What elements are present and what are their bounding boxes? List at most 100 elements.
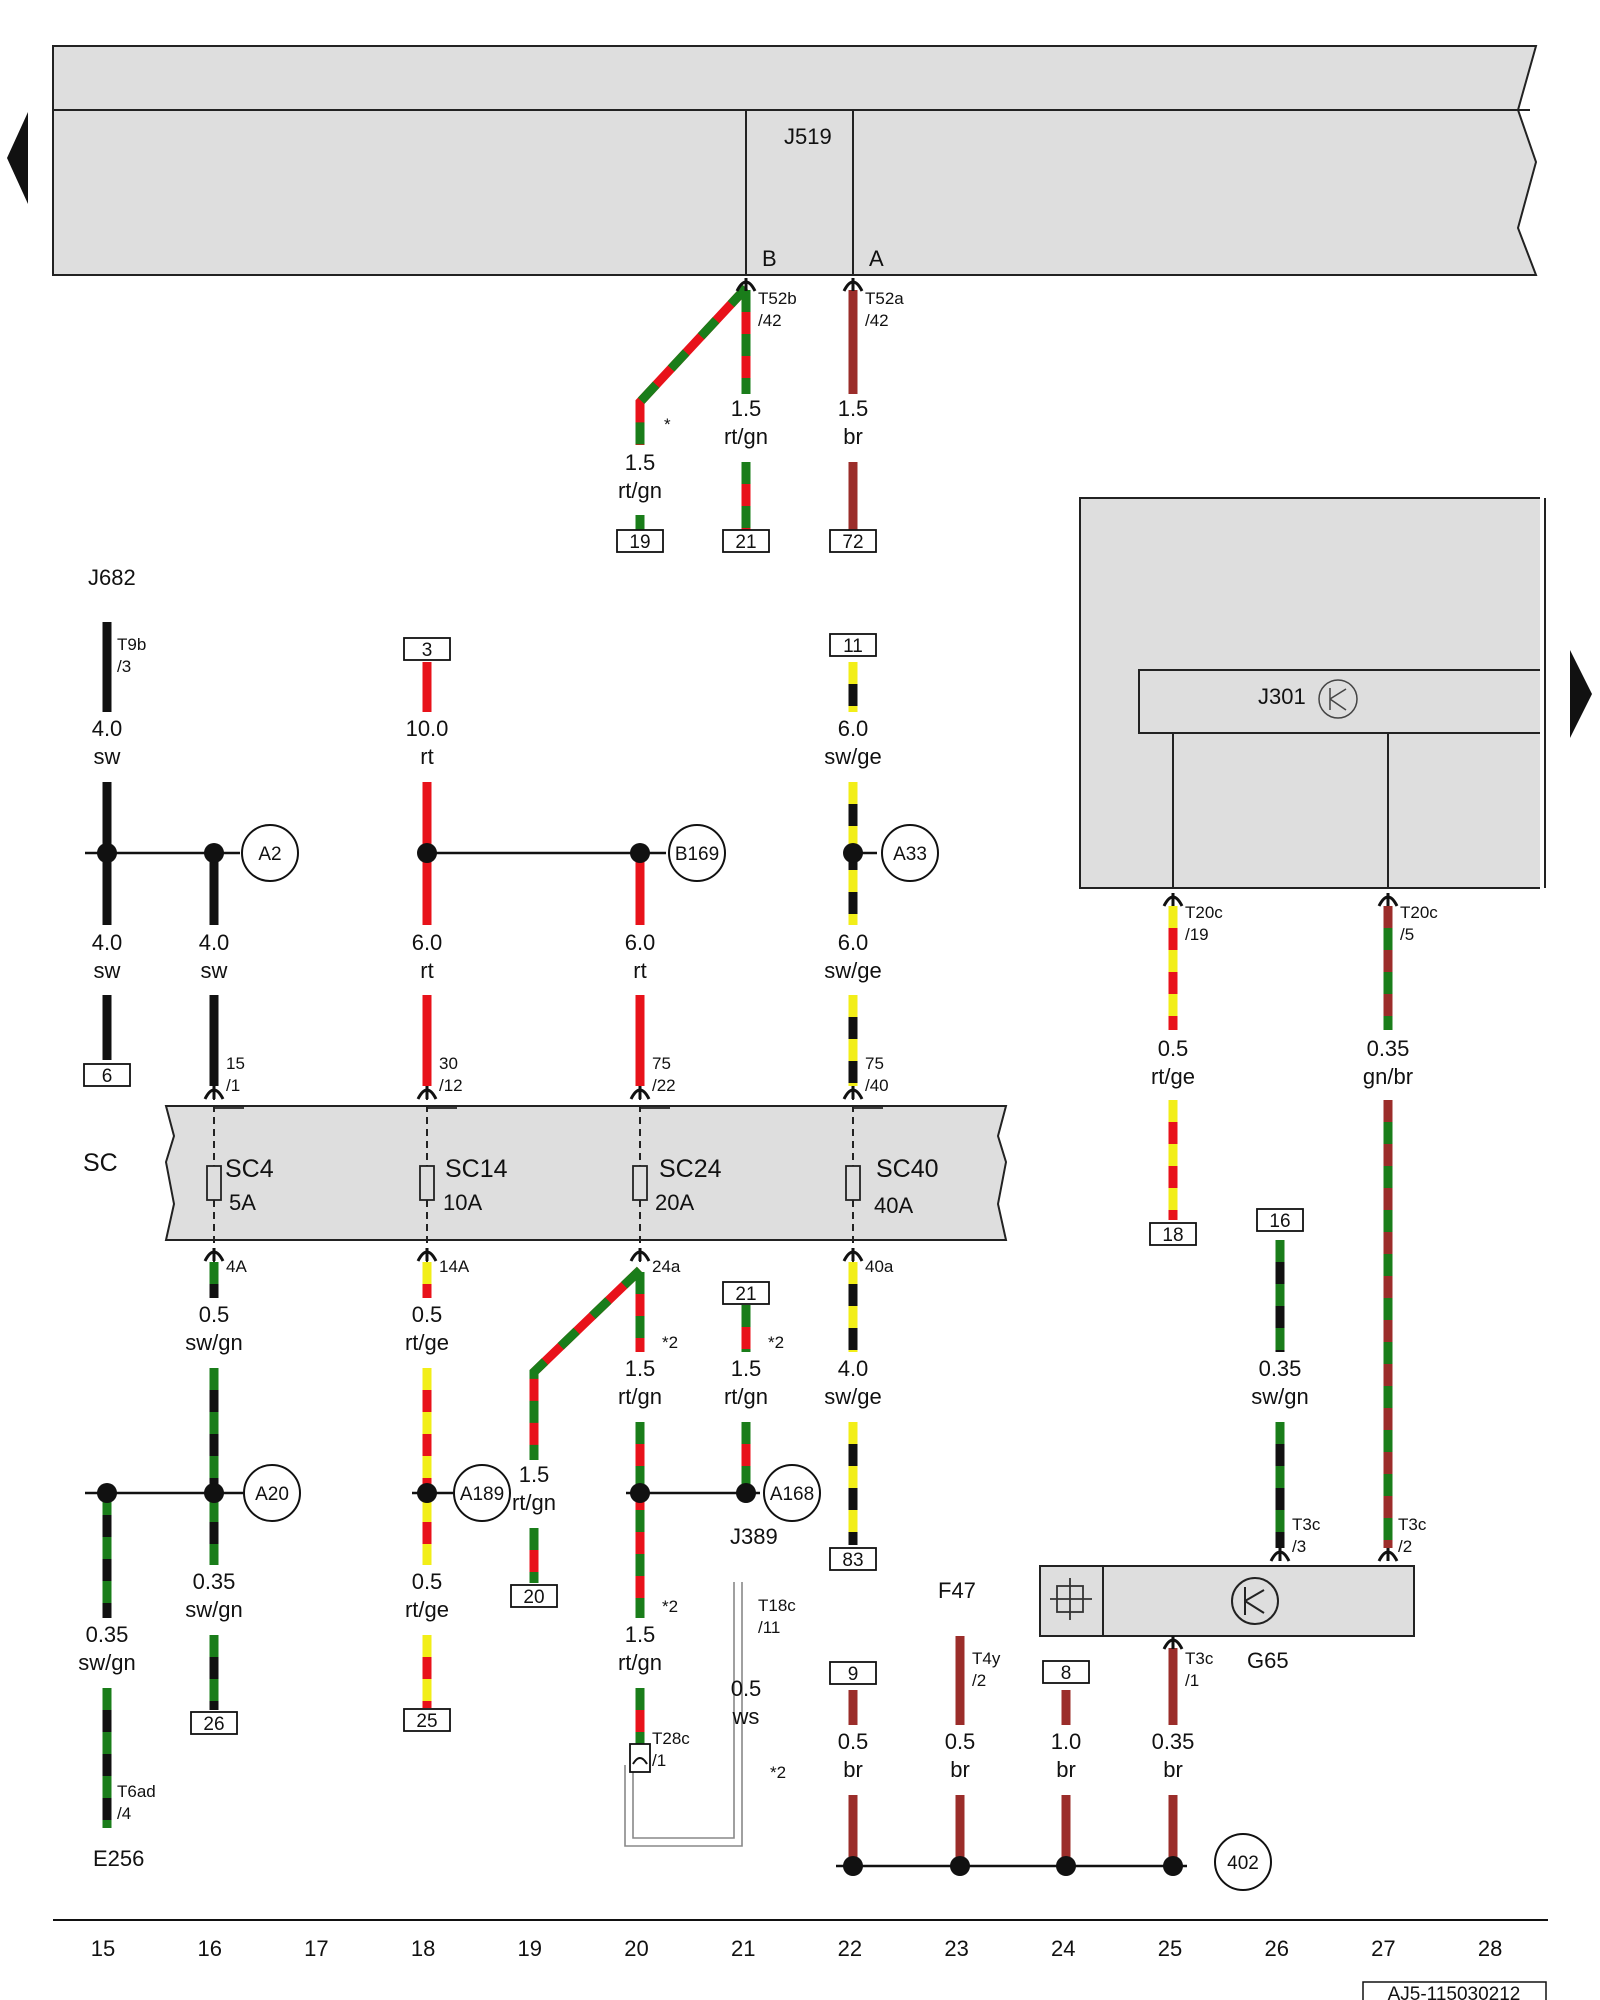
junction-dot <box>97 843 117 863</box>
ref-18-label: 18 <box>1162 1225 1183 1246</box>
wire-25-color: br <box>1163 1757 1183 1782</box>
wire-22d-size: 0.5 <box>838 1729 869 1754</box>
sc15-pin: /1 <box>226 1076 240 1095</box>
t3c-1-pin: /1 <box>1185 1671 1199 1690</box>
ground-circle-a20 <box>243 1464 301 1522</box>
wire-18b-size: 6.0 <box>412 930 443 955</box>
wire-21t-size: 1.5 <box>731 396 762 421</box>
t28c-pin: /1 <box>652 1751 666 1770</box>
ref-20: 20 <box>510 1584 558 1608</box>
sc30-pin: /12 <box>439 1076 463 1095</box>
pin-labels: T52b /42 T52a /42 T9b /3 T20c /19 T20c /… <box>117 289 1438 1823</box>
ref-21-bottom-label: 21 <box>735 1284 756 1305</box>
fuse-sc4-rating: 5A <box>229 1190 256 1215</box>
ref-83-label: 83 <box>842 1550 863 1571</box>
ref-25: 25 <box>403 1708 451 1732</box>
t52b-label: T52b <box>758 289 797 308</box>
junction-dot <box>630 843 650 863</box>
ref-20-label: 20 <box>523 1587 544 1608</box>
ref-6: 6 <box>83 1063 131 1087</box>
ref-21-bottom: 21 <box>722 1281 770 1305</box>
wires <box>102 284 1393 1866</box>
fuse-sc40-rating: 40A <box>874 1193 913 1218</box>
ground-circle-a2 <box>241 824 299 882</box>
ref-19-label: 19 <box>629 532 650 553</box>
wire-15b-size: 4.0 <box>92 930 123 955</box>
t18c-label: T18c <box>758 1596 796 1615</box>
wire-15c-color: sw/gn <box>78 1650 135 1675</box>
wire-22d-color: br <box>843 1757 863 1782</box>
ref-16: 16 <box>1256 1208 1304 1232</box>
ref-83: 83 <box>829 1547 877 1571</box>
ground-a20-label: A20 <box>255 1484 289 1505</box>
ref-9-label: 9 <box>848 1664 859 1685</box>
fuse-sc24-rating: 20A <box>655 1190 694 1215</box>
t3c-2-label: T3c <box>1398 1515 1427 1534</box>
wire-26t-color: rt/ge <box>1151 1064 1195 1089</box>
column-number: 25 <box>1158 1936 1182 1961</box>
ground-a168-label: A168 <box>770 1484 814 1505</box>
coil-icon <box>1050 1578 1092 1620</box>
t28c-label: T28c <box>652 1729 690 1748</box>
wire-23-color: br <box>950 1757 970 1782</box>
j519-module <box>52 45 1538 276</box>
wire-18d-size: 0.5 <box>412 1569 443 1594</box>
t20c-19-pin: /19 <box>1185 925 1209 944</box>
wire-15a-color: sw <box>94 744 121 769</box>
ground-circle-a33 <box>881 824 939 882</box>
ref-25-label: 25 <box>416 1711 437 1732</box>
t3c-3-label: T3c <box>1292 1515 1321 1534</box>
wire-22a-size: 6.0 <box>838 716 869 741</box>
wire-19b-top <box>529 1266 644 1460</box>
ground-a33-label: A33 <box>893 844 927 865</box>
column-number: 23 <box>944 1936 968 1961</box>
wire-22b-color: sw/ge <box>824 958 881 983</box>
wire-21c-size: 0.5 <box>731 1676 762 1701</box>
wire-18a-size: 10.0 <box>406 716 449 741</box>
ref-21-top: 21 <box>722 529 770 553</box>
connector-terminal <box>735 278 757 292</box>
wire-72-size: 1.5 <box>838 396 869 421</box>
ref-16-label: 16 <box>1269 1211 1290 1232</box>
sc30-label: 30 <box>439 1054 458 1073</box>
wire-24-color: br <box>1056 1757 1076 1782</box>
ref-26-label: 26 <box>203 1714 224 1735</box>
wire-20c-size: 1.5 <box>625 1622 656 1647</box>
sc75a-label: 75 <box>652 1054 671 1073</box>
wire-21b-size: 1.5 <box>731 1356 762 1381</box>
j519-pin-a: A <box>869 246 884 271</box>
j519-label: J519 <box>784 124 832 149</box>
wire-20a-color: rt <box>633 958 646 983</box>
column-number: 16 <box>197 1936 221 1961</box>
ground-a189-label: A189 <box>460 1484 504 1505</box>
ref-3: 3 <box>403 637 451 661</box>
wire-27t-color: gn/br <box>1363 1064 1413 1089</box>
wire-15b-color: sw <box>94 958 121 983</box>
transistor-icon <box>1318 679 1358 719</box>
ref-8: 8 <box>1042 1660 1090 1684</box>
junction-dot <box>630 1483 650 1503</box>
wire-19b-size: 1.5 <box>519 1462 550 1487</box>
connector-terminal <box>203 1086 225 1100</box>
wire-18d-color: rt/ge <box>405 1597 449 1622</box>
fuse-sc14-name: SC14 <box>445 1155 508 1183</box>
column-number: 27 <box>1371 1936 1395 1961</box>
ref-9: 9 <box>829 1661 877 1685</box>
junction-dot <box>1056 1856 1076 1876</box>
wire-26b-color: sw/gn <box>1251 1384 1308 1409</box>
column-number: 21 <box>731 1936 755 1961</box>
junction-lines <box>85 851 1187 1868</box>
connector-terminal <box>416 1248 438 1262</box>
t20c-5-label: T20c <box>1400 903 1438 922</box>
wire-21t-color: rt/gn <box>724 424 768 449</box>
wire-27t-size: 0.35 <box>1367 1036 1410 1061</box>
wire-24-size: 1.0 <box>1051 1729 1082 1754</box>
wire-22c-size: 4.0 <box>838 1356 869 1381</box>
wire-19-top <box>635 284 750 445</box>
ground-a2-label: A2 <box>258 844 281 865</box>
wire-18a-color: rt <box>420 744 433 769</box>
wire-25-size: 0.35 <box>1152 1729 1195 1754</box>
